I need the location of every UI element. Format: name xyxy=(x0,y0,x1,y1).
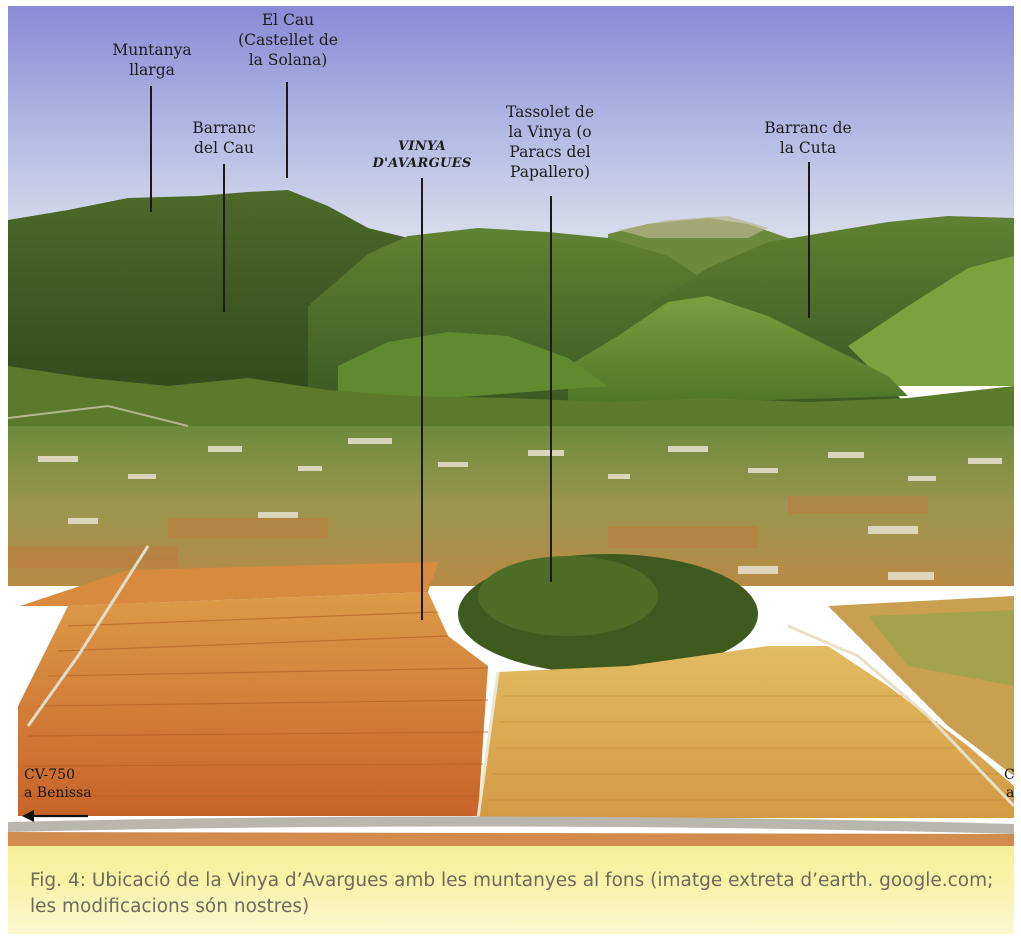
label-muntanya-llarga: Muntanya llarga xyxy=(112,41,192,79)
label-el-cau: El Cau (Castellet de la Solana) xyxy=(238,11,338,69)
leader-line-vinya xyxy=(421,178,423,620)
leader-line-muntanya-llarga xyxy=(150,86,152,212)
label-tassolet-de-la-vinya: Tassolet de la Vinya (o Paracs del Papal… xyxy=(506,103,594,181)
label-road-cv750: CV-750 a Benissa xyxy=(24,767,92,801)
arrow-left-icon xyxy=(22,808,88,822)
label-vinya-davargues: VINYA D'AVARGUES xyxy=(372,139,472,171)
leader-line-barranc-del-cau xyxy=(223,164,225,312)
landscape-illustration xyxy=(8,6,1014,846)
label-barranc-de-la-cuta: Barranc de la Cuta xyxy=(764,119,852,157)
leader-line-el-cau xyxy=(286,82,288,178)
figure-caption: Fig. 4: Ubicació de la Vinya d’Avargues … xyxy=(30,870,994,917)
leader-line-tassolet xyxy=(550,196,552,582)
label-barranc-del-cau: Barranc del Cau xyxy=(192,119,256,157)
caption-band: Fig. 4: Ubicació de la Vinya d’Avargues … xyxy=(8,846,1014,934)
leader-line-barranc-cuta xyxy=(808,162,810,318)
aerial-photo xyxy=(8,6,1014,846)
label-road-right-c: C xyxy=(1004,767,1015,783)
label-road-right-a: a xyxy=(1006,785,1015,801)
